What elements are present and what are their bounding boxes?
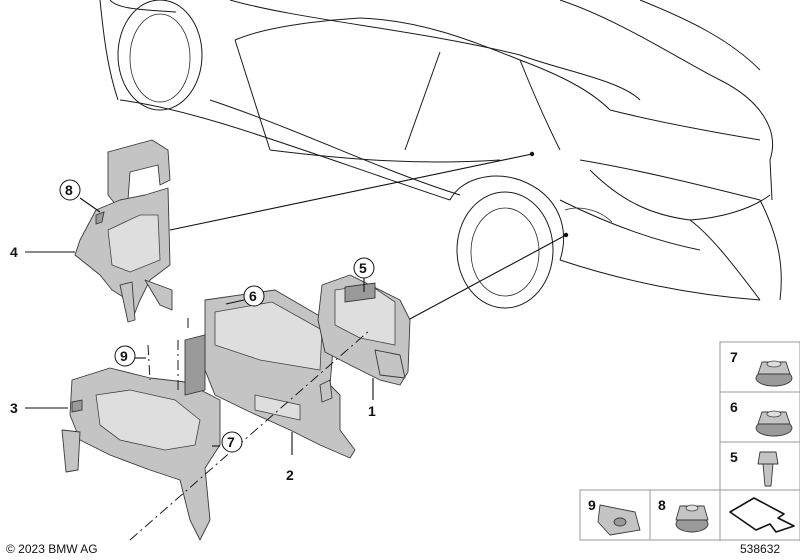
callout-2: 2 [286,467,294,483]
assembly-axis-1 [129,329,371,541]
part-2-holder [184,289,356,459]
legend-label-6: 6 [730,399,738,415]
callout-7: 7 [227,434,235,450]
callout-7-marker: 7 [221,431,243,453]
legend-box-5: 5 [719,441,800,491]
part-4-bracket-upper [74,139,173,323]
legend-box-9: 9 [579,489,651,541]
car-outline [99,0,782,309]
callout-4: 4 [10,244,18,260]
legend-label-8: 8 [658,497,666,513]
assembly-axis-4 [147,344,151,381]
legend-box-6: 6 [719,391,800,443]
legend-box-7: 7 [719,341,800,393]
leader-bracket-to-car [169,153,533,231]
legend-box-symbol [719,489,800,541]
legend-box-8: 8 [649,489,721,541]
bolt-icon [757,451,779,487]
callout-9: 9 [120,348,128,364]
clip-nut-icon [597,504,641,536]
callout-1: 1 [368,403,376,419]
flange-nut-icon [675,504,709,533]
callout-5-marker: 5 [353,257,375,279]
legend-label-9: 9 [588,497,596,513]
callout-8-marker: 8 [59,179,81,201]
part-3-bracket-lower [61,367,221,541]
callout-3: 3 [10,400,18,416]
callout-6-marker: 6 [243,285,265,307]
diagram-number: 538632 [740,542,781,556]
callout-8: 8 [65,182,73,198]
legend-label-5: 5 [730,449,738,465]
callout-6: 6 [249,288,257,304]
flange-nut-icon [755,360,793,387]
installation-arrow-icon [729,497,795,533]
flange-nut-icon [755,410,793,437]
leader-module-to-car [407,234,567,321]
part-1-control-module [317,274,411,386]
legend-label-7: 7 [730,349,738,365]
callout-5: 5 [359,260,367,276]
copyright-text: © 2023 BMW AG [6,542,98,556]
callout-9-marker: 9 [114,345,136,367]
